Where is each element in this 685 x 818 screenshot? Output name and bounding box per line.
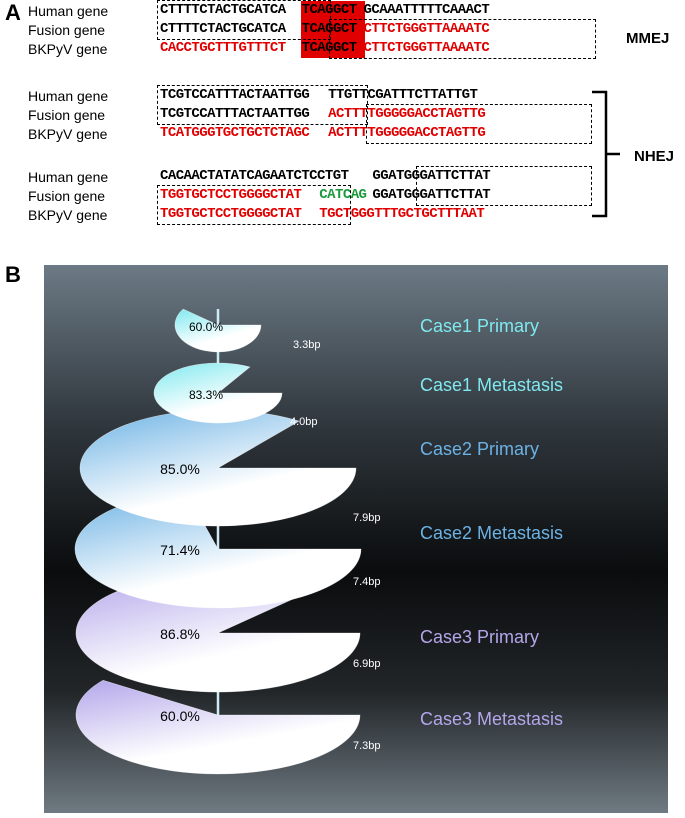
gene-label: Human gene [28,3,109,19]
panel-b-spiral-chart: 60.0% 7.3bp Case3 Metastasis 86.8% 6.9bp Case… [44,265,668,813]
gene-label: Human gene [28,169,109,185]
case-label: Case1 Primary [420,316,539,336]
sequence-segment: TTGTTCGATTTCTTATTGT [328,87,478,103]
junction-box [366,104,592,144]
sequence-segment: GCAAATTTTTCAAACT [363,2,490,18]
junction-box [416,166,592,206]
sequence-segment: CATCAG [319,187,367,203]
percent-label: 83.3% [189,388,223,402]
percent-label: 60.0% [160,708,200,724]
length-label: 7.9bp [353,512,381,524]
percent-label: 60.0% [189,320,223,334]
length-label: 6.9bp [353,658,381,670]
case-label: Case3 Metastasis [420,709,563,729]
sequence-segment: CTTTTCTACTGCATCA [160,21,286,37]
gene-label: Fusion gene [28,188,106,204]
sequence-segment: GGATGGGATTCTTAT [372,187,491,203]
gene-label: Fusion gene [28,107,106,123]
sequence-segment: TCGTCCATTTACTAATTGG [160,106,310,122]
gene-label: BKPyV gene [28,41,108,57]
spiral-slice [74,491,362,609]
panel-b-label: B [5,262,21,287]
mmej-label: MMEJ [626,30,670,47]
length-label: 3.3bp [293,339,321,351]
case-label: Case2 Metastasis [420,523,563,543]
sequence-segment: CTTCTGGGTTAAAATC [363,21,490,37]
percent-label: 86.8% [160,626,200,642]
junction-box [329,19,596,59]
case-label: Case3 Primary [420,627,539,647]
gene-label: BKPyV gene [28,207,108,223]
percent-label: 85.0% [160,461,200,477]
microhomology-highlight [300,39,365,58]
spiral-slice [174,308,262,353]
sequence-segment: TCAGGCT [301,2,358,18]
panel-a-label: A [5,0,21,25]
length-label: 7.4bp [353,576,381,588]
case-label: Case2 Primary [420,439,539,459]
sequence-segment: CACCTGCTTTGTTTCT [160,40,286,56]
spiral-slice [153,362,283,424]
microhomology-highlight [300,1,365,20]
sequence-segment: ACTTTTGGGGGACCTAGTTG [328,125,486,141]
nhej-bracket [592,90,620,218]
sequence-segment: CACAACTATATCAGAATCTCCTGT [160,168,349,184]
junction-box [157,185,351,225]
sequence-segment: GGATGGGATTCTTAT [372,168,491,184]
gene-label: Fusion gene [28,22,106,38]
spiral-slice [75,679,361,775]
spiral-svg: 60.0% 7.3bp Case3 Metastasis 86.8% 6.9bp Case… [74,308,563,775]
sequence-segment: TCATGGGTGCTGCTCTAGC [160,125,310,141]
length-label: 4.0bp [290,416,318,428]
gene-label: BKPyV gene [28,126,108,142]
sequence-segment: TCGTCCATTTACTAATTGG [160,87,310,103]
microhomology-highlight [300,20,365,39]
sequence-segment: CTTTTCTACTGCATCA [160,2,286,18]
length-label: 7.3bp [353,740,381,752]
percent-label: 71.4% [160,542,200,558]
sequence-segment: TGCTGGGTTTGCTGCTTTAAT [319,206,485,222]
junction-box [157,0,331,40]
sequence-segment: TGGTGCTCCTGGGGCTAT [160,187,302,203]
nhej-label: NHEJ [634,148,675,165]
sequence-segment: CTTCTGGGTTAAAATC [363,40,490,56]
case-label: Case1 Metastasis [420,375,563,395]
gene-label: Human gene [28,88,109,104]
sequence-segment: TGGTGCTCCTGGGGCTAT [160,206,302,222]
junction-box [157,85,368,125]
